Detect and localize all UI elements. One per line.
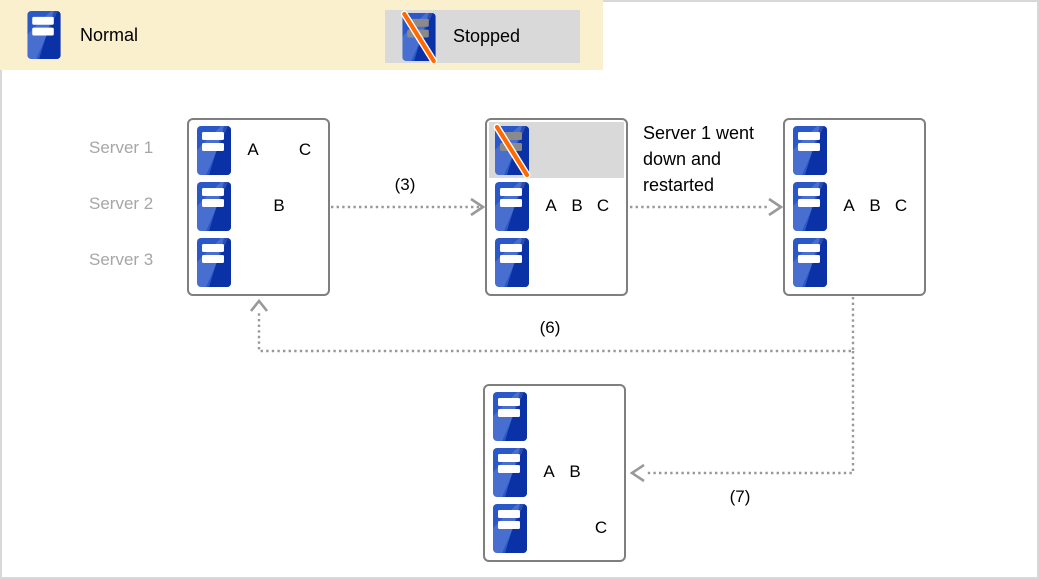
server-normal-icon [197, 125, 231, 175]
server-normal-icon [793, 237, 827, 287]
app-slots: B [240, 196, 318, 216]
server-row-normal [787, 234, 922, 290]
app-label: B [571, 196, 583, 215]
server-normal-icon [793, 181, 827, 231]
app-label: A [543, 462, 555, 481]
server-row-stopped [489, 122, 624, 178]
arrow-step7-head-icon [629, 463, 645, 483]
app-slot-empty [536, 518, 562, 538]
app-slot-empty [266, 140, 292, 160]
app-label: B [869, 196, 881, 215]
arrow-step6-head-icon [249, 298, 269, 312]
app-slot-empty [588, 462, 614, 482]
legend-stopped-chip: Stopped [385, 10, 580, 64]
server1-label: Server 1 [89, 138, 154, 157]
app-label: C [298, 140, 312, 159]
server-row-labels: Server 1 Server 2 Server 3 [89, 120, 153, 288]
step7-label: (7) [729, 487, 751, 506]
server-stopped-icon [493, 123, 531, 178]
server-normal-icon [493, 447, 527, 497]
server-normal-icon [197, 237, 231, 287]
app-slot-empty [292, 196, 318, 216]
step3-label: (3) [394, 175, 416, 194]
server-stopped-icon [400, 10, 438, 64]
app-label: C [594, 518, 608, 537]
app-slot-empty [562, 518, 588, 538]
app-label: C [596, 196, 610, 215]
server-normal-icon [493, 391, 527, 441]
server-row-normal: C [487, 500, 622, 556]
server-row-normal [489, 234, 624, 290]
note-server1-restarted: Server 1 went down and restarted [643, 123, 755, 195]
server-normal-icon [793, 125, 827, 175]
server-normal-icon [495, 237, 529, 287]
server-normal-icon [26, 11, 62, 59]
server-normal-icon [197, 181, 231, 231]
legend-stopped-label: Stopped [453, 26, 521, 46]
server-row-normal: B [191, 178, 326, 234]
app-label: C [894, 196, 908, 215]
server-row-normal [191, 234, 326, 290]
server-row-normal [487, 388, 622, 444]
arrow-step7-line [646, 351, 855, 475]
app-label: A [545, 196, 557, 215]
app-slot-empty [240, 196, 266, 216]
server-normal-icon [493, 503, 527, 553]
server-normal-icon [495, 181, 529, 231]
legend: Normal Stopped [0, 0, 603, 70]
app-slots: C [536, 518, 614, 538]
arrow-step3-head-icon [470, 197, 486, 217]
server-row-normal [787, 122, 922, 178]
app-label: B [569, 462, 581, 481]
server3-label: Server 3 [89, 250, 154, 269]
legend-normal-label: Normal [80, 24, 139, 45]
arrow-restart-head-icon [768, 197, 784, 217]
server2-label: Server 2 [89, 194, 154, 213]
app-label: A [843, 196, 855, 215]
app-label: A [247, 140, 259, 159]
step6-label: (6) [539, 318, 561, 337]
arrow-step6-line [257, 297, 855, 353]
app-label: B [273, 196, 285, 215]
